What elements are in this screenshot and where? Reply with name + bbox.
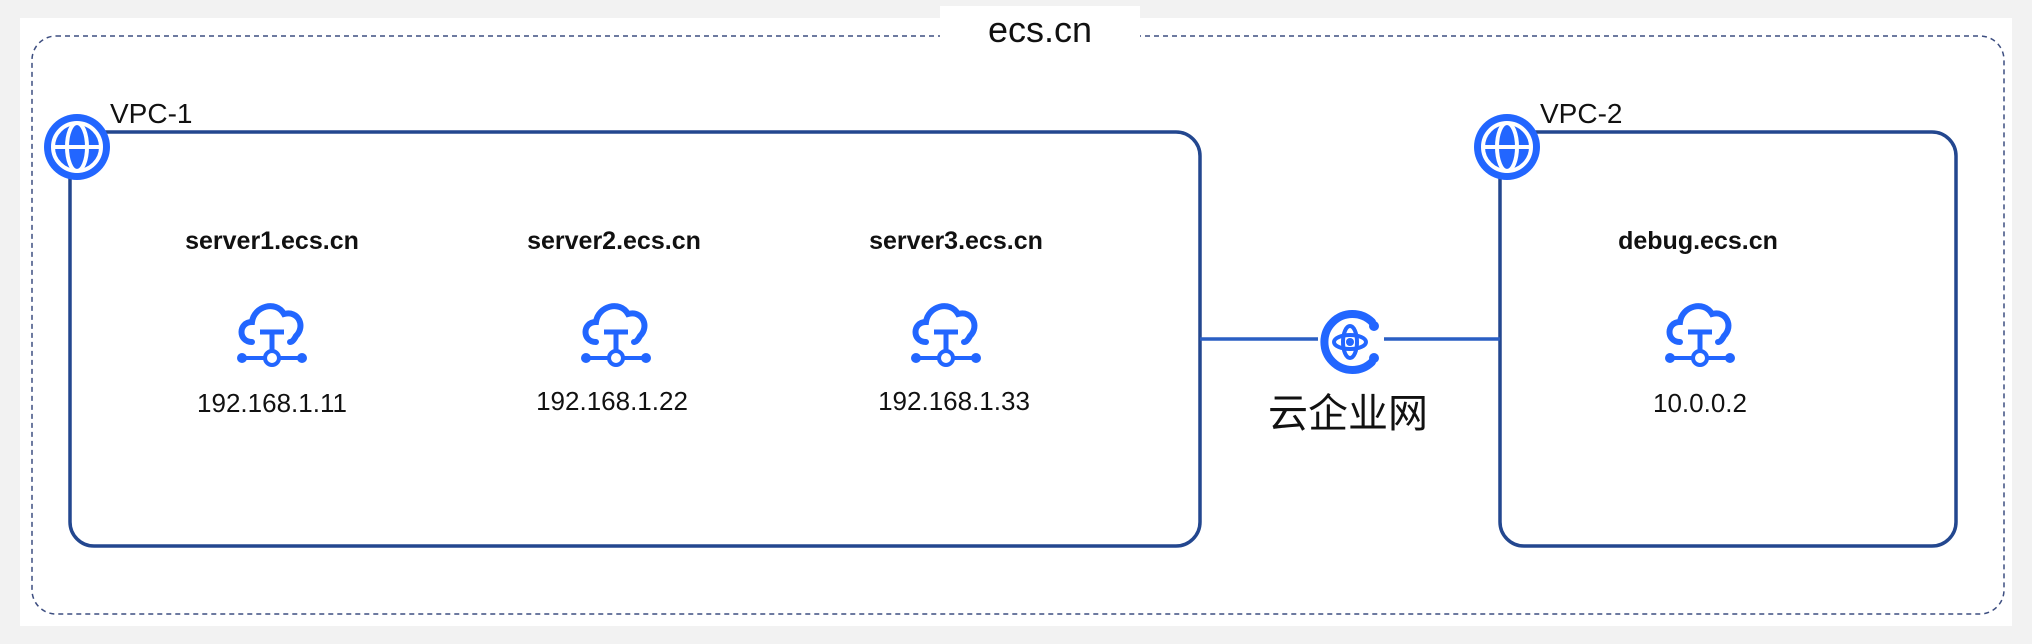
vpc1-label: VPC-1 [110, 98, 193, 129]
server3-cloud-server-icon [911, 303, 981, 367]
server2-cloud-server-icon [581, 303, 651, 367]
debug-server-hostname: debug.ecs.cn [1618, 227, 1778, 255]
server1-cloud-server-icon [237, 303, 307, 367]
server3-hostname: server3.ecs.cn [869, 227, 1043, 255]
vpc2-globe-icon [1474, 114, 1540, 180]
cloud-enterprise-network-icon [1320, 310, 1379, 374]
vpc1-globe-icon [44, 114, 110, 180]
server2-ip: 192.168.1.22 [536, 386, 688, 416]
server1-ip: 192.168.1.11 [197, 388, 347, 418]
debug-server-cloud-server-icon [1665, 303, 1735, 367]
vpc2-label: VPC-2 [1540, 98, 1623, 129]
server1-hostname: server1.ecs.cn [185, 227, 359, 255]
server2-hostname: server2.ecs.cn [527, 227, 701, 255]
cloud-enterprise-network-label: 云企业网 [1268, 392, 1428, 436]
domain-boundary [31, 35, 2005, 615]
domain-title: ecs.cn [940, 6, 1140, 54]
server3-ip: 192.168.1.33 [878, 386, 1030, 416]
debug-server-ip: 10.0.0.2 [1653, 388, 1747, 418]
